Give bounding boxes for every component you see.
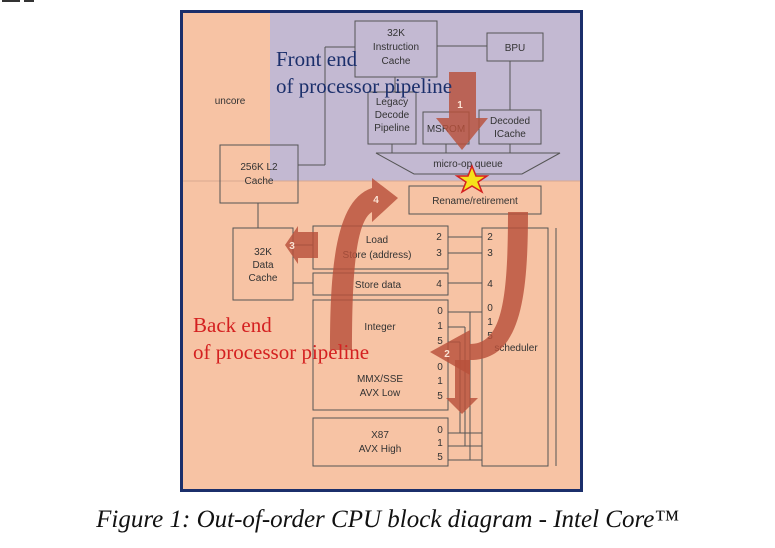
- back-end-title: Back end: [193, 313, 272, 337]
- back-end-subtitle: of processor pipeline: [193, 340, 369, 364]
- legacy-label-3: Pipeline: [374, 123, 410, 134]
- uop-queue-label: micro-op queue: [433, 159, 503, 170]
- port-int-5: 5: [437, 336, 443, 347]
- scheduler-label: scheduler: [494, 343, 538, 354]
- arrow-1: [436, 72, 488, 150]
- port-int-0: 0: [437, 306, 443, 317]
- l2-label-2: Cache: [245, 176, 274, 187]
- x87-label-1: X87: [371, 430, 389, 441]
- sched-port-1: 1: [487, 317, 493, 328]
- port-x87-5: 5: [437, 452, 443, 463]
- x87-label-2: AVX High: [359, 444, 402, 455]
- l2-box: [219, 144, 299, 204]
- cropped-text-fragment: [2, 0, 34, 2]
- decoded-label-1: Decoded: [490, 116, 530, 127]
- icache-box: [354, 20, 438, 78]
- legacy-label-1: Legacy: [376, 97, 408, 108]
- dcache-label-2: Data: [252, 260, 274, 271]
- port-x87-0: 0: [437, 425, 443, 436]
- dcache-box: [232, 227, 294, 301]
- arrow-number-1: 1: [457, 100, 463, 111]
- dcache-label-3: Cache: [249, 273, 278, 284]
- x87-box: [312, 417, 449, 467]
- port-mmx-0: 0: [437, 362, 443, 373]
- decoded-label-2: ICache: [494, 129, 526, 140]
- store-data-box: [312, 272, 449, 296]
- sched-port-3: 3: [487, 248, 493, 259]
- legacy-label-2: Decode: [375, 110, 410, 121]
- port-x87-1: 1: [437, 438, 443, 449]
- port-load: 2: [436, 232, 442, 243]
- load-label: Load: [366, 235, 388, 246]
- port-store-addr: 3: [436, 248, 442, 259]
- port-mmx-5: 5: [437, 391, 443, 402]
- arrow-number-2: 2: [444, 349, 450, 360]
- sched-port-2: 2: [487, 232, 493, 243]
- port-store-data: 4: [436, 279, 442, 290]
- uncore-label: uncore: [215, 96, 246, 107]
- bpu-label: BPU: [505, 43, 526, 54]
- mmx-label-1: MMX/SSE: [357, 374, 403, 385]
- port-mmx-1: 1: [437, 376, 443, 387]
- dcache-label-1: 32K: [254, 247, 272, 258]
- sched-port-4: 4: [487, 279, 493, 290]
- arrow-4: [330, 178, 398, 350]
- star-icon: [454, 163, 490, 194]
- arrow-3: [285, 226, 318, 264]
- front-end-subtitle: of processor pipeline: [276, 74, 452, 98]
- cpu-block-diagram: 32K Instruction Cache BPU Legacy Decode …: [183, 13, 580, 489]
- arrow-number-4: 4: [373, 195, 379, 206]
- icache-label-1: 32K: [387, 28, 405, 39]
- icache-label-3: Cache: [382, 56, 411, 67]
- arrow-number-3: 3: [289, 241, 295, 252]
- port-int-1: 1: [437, 321, 443, 332]
- icache-label-2: Instruction: [373, 42, 419, 53]
- sched-port-0: 0: [487, 303, 493, 314]
- arrow-2b: [446, 360, 478, 414]
- rename-label: Rename/retirement: [432, 196, 518, 207]
- mmx-label-2: AVX Low: [360, 388, 401, 399]
- bpu-box: [486, 32, 544, 62]
- uop-queue-shape: [375, 152, 561, 175]
- figure-caption: Figure 1: Out-of-order CPU block diagram…: [96, 506, 679, 533]
- front-end-title: Front end: [276, 47, 358, 71]
- store-data-label: Store data: [355, 280, 402, 291]
- store-address-label: Store (address): [343, 250, 412, 261]
- l2-label-1: 256K L2: [240, 162, 278, 173]
- arrow-2: [430, 212, 528, 375]
- integer-label: Integer: [364, 322, 396, 333]
- load-store-box: [312, 225, 449, 270]
